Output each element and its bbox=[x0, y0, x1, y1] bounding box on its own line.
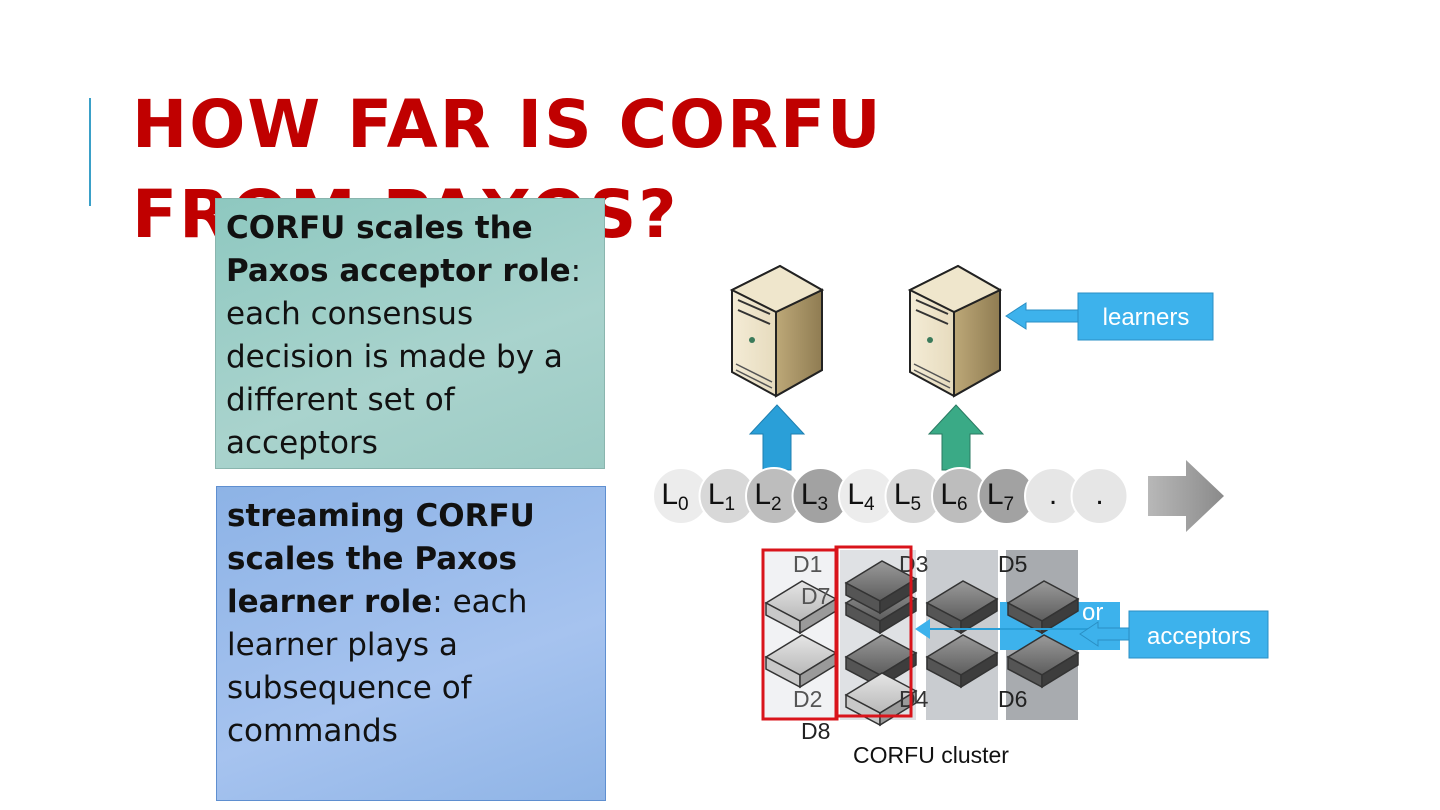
log-entry: L1 bbox=[698, 467, 757, 525]
log-entry: L6 bbox=[931, 467, 989, 525]
storage-drives bbox=[764, 560, 1080, 727]
drive-icon bbox=[764, 580, 838, 635]
log-entry-label: L7 bbox=[987, 478, 1014, 515]
up-arrow-green-icon bbox=[927, 404, 985, 471]
drive-icon bbox=[1006, 580, 1080, 635]
drive-icon bbox=[1006, 634, 1080, 689]
acceptor-box-text: each consensus decision is made by a dif… bbox=[226, 296, 563, 461]
log-entry: L2 bbox=[745, 467, 803, 525]
acceptors-label: acceptors bbox=[1147, 623, 1251, 650]
log-entry-label: L1 bbox=[708, 478, 735, 515]
acceptor-role-box: CORFU scales the Paxos acceptor role: ea… bbox=[215, 198, 605, 469]
learners-label: learners bbox=[1103, 304, 1190, 331]
learner-box-text: each learner plays a subsequence of comm… bbox=[227, 584, 528, 749]
log-entry-label: L4 bbox=[847, 478, 875, 515]
cluster-label: CORFU cluster bbox=[853, 742, 1009, 768]
acceptor-box-heading: CORFU scales the Paxos acceptor role bbox=[226, 210, 571, 289]
log-entry-label: L3 bbox=[801, 478, 828, 515]
log-entry-label: L2 bbox=[754, 478, 781, 515]
learner-role-box: streaming CORFU scales the Paxos learner… bbox=[216, 486, 606, 801]
drive-label-d7: D7 bbox=[801, 583, 830, 609]
log-entry-label: L5 bbox=[894, 478, 921, 515]
log-entry-label: . bbox=[1095, 478, 1103, 511]
drive-label-d6: D6 bbox=[998, 686, 1027, 712]
drive-icon bbox=[925, 580, 999, 635]
drive-label-d4: D4 bbox=[899, 686, 929, 712]
drive-label-d3: D3 bbox=[899, 551, 928, 577]
log-entry-label: . bbox=[1049, 478, 1057, 511]
hidden-callout-label: or bbox=[1082, 599, 1103, 626]
drive-label-d5: D5 bbox=[998, 551, 1027, 577]
highlight-box-d3-d4 bbox=[834, 545, 913, 718]
log-entry: . bbox=[1070, 467, 1129, 525]
drive-icon bbox=[925, 634, 999, 689]
drive-column-bg bbox=[764, 550, 836, 720]
learner-server-icon-2 bbox=[907, 264, 1003, 398]
log-direction-arrow-icon bbox=[1148, 460, 1224, 532]
log-entry-label: L0 bbox=[661, 478, 688, 515]
learner-server-icon bbox=[729, 264, 825, 398]
drive-label-d2: D2 bbox=[793, 686, 822, 712]
acceptor-box-colon: : bbox=[570, 253, 582, 289]
learner-box-heading: streaming CORFU scales the Paxos learner… bbox=[227, 498, 535, 620]
title-accent-line bbox=[89, 98, 91, 206]
drive-icon bbox=[844, 560, 918, 615]
log-row: L0 L1 L2 L3 L4 L5 L6 L7.. bbox=[652, 467, 1129, 525]
drive-label-d8: D8 bbox=[801, 718, 830, 744]
learner-box-colon: : bbox=[432, 584, 443, 620]
drive-label-d1: D1 bbox=[793, 551, 822, 577]
log-entry: L3 bbox=[791, 467, 850, 525]
acceptors-callout: acceptors bbox=[915, 610, 1269, 659]
up-arrow-blue-icon bbox=[748, 404, 806, 471]
drive-icon bbox=[764, 634, 838, 689]
log-entry: L0 bbox=[652, 467, 710, 525]
learners-callout: learners bbox=[1005, 292, 1214, 341]
log-entry-label: L6 bbox=[940, 478, 967, 515]
